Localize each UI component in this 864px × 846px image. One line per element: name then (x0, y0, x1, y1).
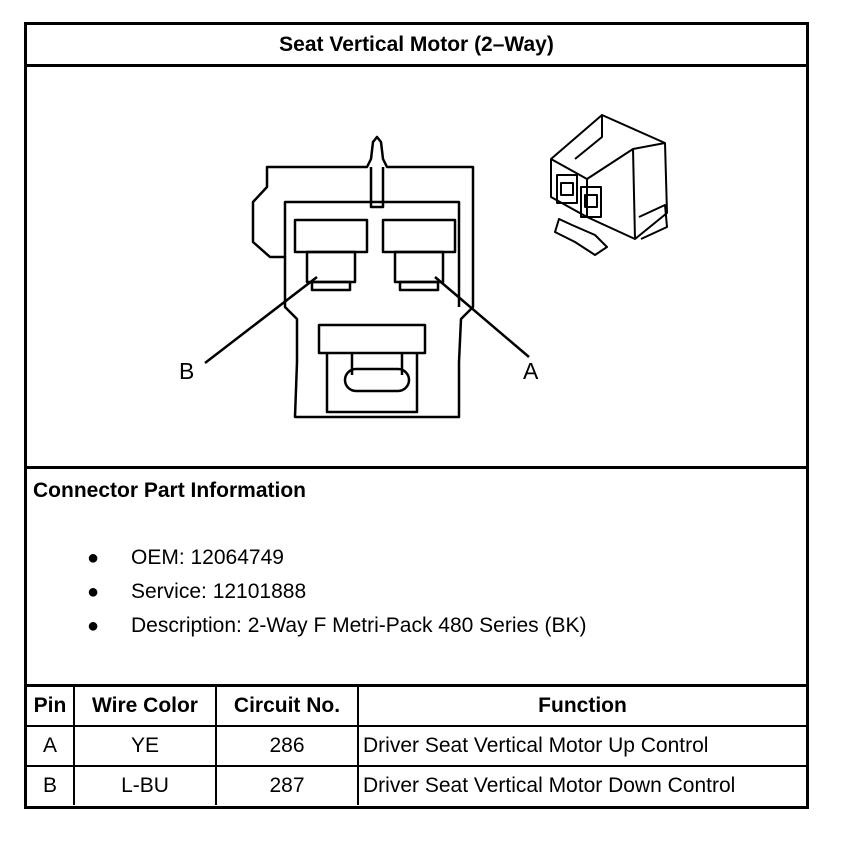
cell-circuit: 287 (215, 765, 359, 805)
cell-pin: B (27, 765, 75, 805)
terminal-a-contact (398, 280, 440, 292)
page-title: Seat Vertical Motor (2–Way) (27, 25, 806, 67)
cell-wire-color: YE (73, 725, 217, 767)
bullet-icon: ● (87, 547, 100, 569)
table-row: B L-BU 287 Driver Seat Vertical Motor Do… (27, 765, 806, 805)
connector-face-drawing: B A (179, 114, 668, 419)
table-row: A YE 286 Driver Seat Vertical Motor Up C… (27, 725, 806, 767)
list-item: ●Service: 12101888 (27, 575, 587, 609)
connector-iso-view (550, 114, 668, 256)
cell-circuit: 286 (215, 725, 359, 767)
connector-part-info: Connector Part Information ●OEM: 1206474… (27, 469, 806, 687)
col-header-circuit: Circuit No. (215, 687, 359, 727)
connector-sheet: Seat Vertical Motor (2–Way) (24, 22, 809, 809)
col-header-function: Function (357, 687, 806, 727)
pinout-table: Pin Wire Color Circuit No. Function A YE… (27, 687, 806, 805)
connector-diagram: B A (27, 67, 806, 469)
list-item: ●OEM: 12064749 (27, 541, 587, 575)
pin-label-a: A (523, 358, 539, 384)
cell-function: Driver Seat Vertical Motor Up Control (357, 725, 806, 767)
leader-a (434, 276, 530, 358)
part-info-list: ●OEM: 12064749 ●Service: 12101888 ●Descr… (27, 541, 587, 643)
leader-b (204, 276, 318, 364)
housing-outline (251, 135, 475, 419)
info-heading: Connector Part Information (33, 479, 307, 502)
bullet-icon: ● (87, 581, 100, 603)
terminal-b-contact (310, 280, 352, 292)
cell-function: Driver Seat Vertical Motor Down Control (357, 765, 806, 805)
latch-inner (350, 353, 404, 375)
pin-label-b: B (179, 358, 194, 384)
col-header-pin: Pin (27, 687, 75, 727)
col-header-wire-color: Wire Color (73, 687, 217, 727)
latch-body (317, 323, 427, 355)
cell-wire-color: L-BU (73, 765, 217, 805)
latch-tab (325, 353, 419, 414)
terminal-b-cavity (293, 218, 369, 254)
terminal-a-cavity (381, 218, 457, 254)
latch-window (343, 367, 411, 393)
list-item: ●Description: 2-Way F Metri-Pack 480 Ser… (27, 609, 587, 643)
cell-pin: A (27, 725, 75, 767)
bullet-icon: ● (87, 615, 100, 637)
housing-top-notch (369, 167, 385, 209)
terminal-b-body (305, 250, 357, 284)
table-header-row: Pin Wire Color Circuit No. Function (27, 687, 806, 727)
